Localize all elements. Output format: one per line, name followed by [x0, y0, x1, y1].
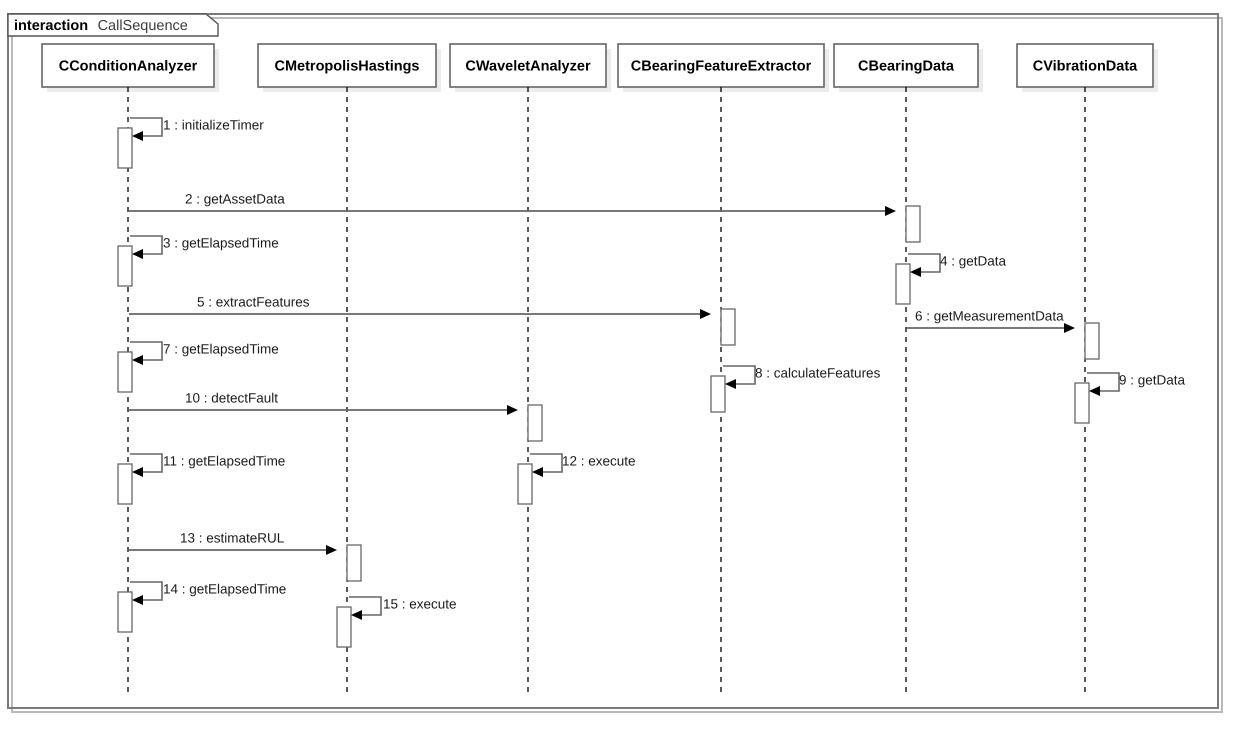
message-label-4: 4 : getData [940, 254, 1007, 269]
message-arrowhead [132, 249, 143, 259]
message-label-5: 5 : extractFeatures [197, 295, 310, 310]
message-self-path [349, 596, 382, 616]
lifeline-cond[interactable]: CConditionAnalyzer [41, 43, 219, 692]
activation-bar-bearing-4[interactable] [895, 263, 911, 305]
message-arrowhead [532, 467, 543, 477]
lifeline-label-metro: CMetropolisHastings [274, 58, 419, 74]
lifeline-label-bearing: CBearingData [858, 58, 955, 74]
interaction-frame [7, 13, 1219, 709]
message-self-path [130, 117, 163, 137]
message-arrowhead [132, 355, 143, 365]
message-arrowhead [700, 309, 711, 319]
message-arrowhead [1064, 323, 1075, 333]
message-1-initializeTimer[interactable] [130, 117, 163, 141]
messages-layer [129, 117, 1120, 620]
message-15-execute[interactable] [349, 596, 382, 620]
message-7-getElapsedTime[interactable] [130, 341, 163, 365]
message-label-2: 2 : getAssetData [185, 192, 285, 207]
lifeline-extractor[interactable]: CBearingFeatureExtractor [617, 43, 829, 692]
lifeline-box[interactable] [833, 43, 979, 88]
message-9-getData[interactable] [1087, 372, 1120, 396]
message-self-path [130, 341, 163, 361]
lifeline-label-wavelet: CWaveletAnalyzer [465, 58, 591, 74]
message-self-path [130, 581, 163, 601]
frame-tab-label: interaction CallSequence [14, 17, 188, 34]
message-label-11: 11 : getElapsedTime [163, 454, 285, 469]
lifeline-box[interactable] [449, 43, 607, 88]
message-13-estimateRUL[interactable] [129, 545, 337, 555]
lifeline-vibration[interactable]: CVibrationData [1016, 43, 1158, 692]
message-4-getData[interactable] [908, 253, 941, 277]
message-6-getMeasurementData[interactable] [907, 323, 1075, 333]
message-self-path [908, 253, 941, 273]
message-label-15: 15 : execute [383, 597, 457, 612]
message-label-13: 13 : estimateRUL [180, 531, 285, 546]
frame-tab-kind: interaction [14, 18, 88, 34]
lifeline-box[interactable] [257, 43, 437, 88]
message-arrowhead [351, 610, 362, 620]
message-12-execute[interactable] [530, 453, 563, 477]
message-self-path [723, 365, 756, 385]
frame-tab [7, 13, 219, 37]
message-label-3: 3 : getElapsedTime [163, 236, 279, 251]
activation-bar-cond-7[interactable] [117, 351, 133, 393]
lifeline-box[interactable] [1016, 43, 1154, 88]
lifeline-label-vibration: CVibrationData [1033, 58, 1138, 74]
lifeline-wavelet[interactable]: CWaveletAnalyzer [449, 43, 611, 692]
activations-layer [117, 127, 1100, 648]
message-label-1: 1 : initializeTimer [163, 118, 264, 133]
message-arrowhead [1089, 386, 1100, 396]
lifeline-metro[interactable]: CMetropolisHastings [257, 43, 441, 692]
message-self-path [130, 235, 163, 255]
message-label-10: 10 : detectFault [185, 391, 278, 406]
message-arrowhead [326, 545, 337, 555]
message-10-detectFault[interactable] [129, 405, 518, 415]
activation-bar-vibration-6[interactable] [1084, 322, 1100, 360]
activation-bar-metro-13[interactable] [346, 544, 362, 582]
message-arrowhead [910, 267, 921, 277]
lifeline-label-cond: CConditionAnalyzer [59, 58, 198, 74]
lifeline-box[interactable] [41, 43, 215, 88]
message-11-getElapsedTime[interactable] [130, 453, 163, 477]
message-arrowhead [507, 405, 518, 415]
message-label-12: 12 : execute [562, 454, 636, 469]
message-3-getElapsedTime[interactable] [130, 235, 163, 259]
activation-bar-wavelet-12[interactable] [517, 463, 533, 505]
lifelines-layer: CConditionAnalyzer CMetropolisHastings CWa… [41, 43, 1158, 692]
message-8-calculateFeatures[interactable] [723, 365, 756, 389]
activation-bar-cond-1[interactable] [117, 127, 133, 169]
activation-bar-cond-3[interactable] [117, 245, 133, 287]
message-self-path [530, 453, 563, 473]
lifeline-label-extractor: CBearingFeatureExtractor [631, 58, 812, 74]
message-label-7: 7 : getElapsedTime [163, 342, 279, 357]
message-label-9: 9 : getData [1119, 373, 1186, 388]
activation-bar-bearing-2[interactable] [905, 205, 921, 243]
activation-bar-cond-14[interactable] [117, 591, 133, 633]
message-labels-layer: 1 : initializeTimer 2 : getAssetData 3 : g… [163, 118, 1186, 612]
message-self-path [130, 453, 163, 473]
frame-tab-name: CallSequence [98, 18, 188, 34]
message-self-path [1087, 372, 1120, 392]
message-14-getElapsedTime[interactable] [130, 581, 163, 605]
activation-bar-vibration-9[interactable] [1074, 382, 1090, 424]
frame-shadow [11, 17, 1223, 713]
frame-group: interaction CallSequence [7, 13, 1223, 713]
activation-bar-extractor-5[interactable] [720, 308, 736, 346]
message-arrowhead [132, 467, 143, 477]
message-5-extractFeatures[interactable] [129, 309, 711, 319]
activation-bar-wavelet-10[interactable] [527, 404, 543, 442]
message-label-14: 14 : getElapsedTime [163, 582, 286, 597]
message-arrowhead [132, 595, 143, 605]
activation-bar-extractor-8[interactable] [710, 375, 726, 413]
activation-bar-metro-15[interactable] [336, 606, 352, 648]
message-label-6: 6 : getMeasurementData [915, 309, 1064, 324]
activation-bar-cond-11[interactable] [117, 463, 133, 505]
message-arrowhead [132, 131, 143, 141]
lifeline-bearing[interactable]: CBearingData [833, 43, 983, 692]
message-2-getAssetData[interactable] [129, 206, 896, 216]
message-label-8: 8 : calculateFeatures [755, 366, 881, 381]
message-arrowhead [725, 379, 736, 389]
message-arrowhead [885, 206, 896, 216]
